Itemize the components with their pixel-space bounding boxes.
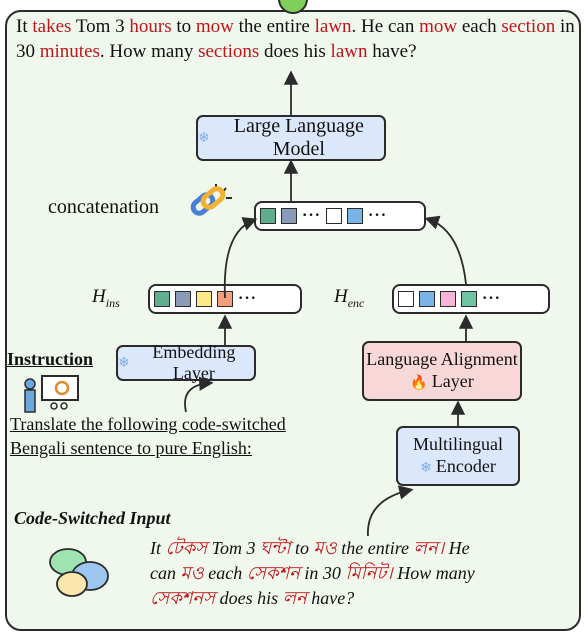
trainable-fire-icon: 🔥 bbox=[410, 375, 428, 391]
ins-token bbox=[154, 291, 170, 307]
english-segment: It bbox=[150, 538, 166, 558]
bengali-word: মও bbox=[313, 538, 337, 558]
ins-token bbox=[175, 291, 191, 307]
english-segment: the entire bbox=[336, 538, 414, 558]
figure-frame bbox=[5, 10, 581, 631]
ins-ellipsis: ··· bbox=[238, 290, 258, 307]
concatenated-token-sequence: ··· ··· bbox=[254, 201, 426, 231]
embedding-layer-box: ❄ Embedding Layer bbox=[116, 342, 256, 383]
h-ins-label: Hins bbox=[92, 286, 120, 310]
code-switched-line: can মও each সেকশন in 30 মিনিট। How many bbox=[150, 561, 580, 586]
h-enc-label: Henc bbox=[334, 286, 365, 310]
language-alignment-layer-box: Language Alignment 🔥Layer bbox=[362, 341, 522, 401]
question-segment: . How many bbox=[99, 41, 199, 62]
code-switched-line: It টেকস Tom 3 ঘন্টা to মও the entire লন।… bbox=[150, 536, 580, 561]
question-segment: Tom 3 bbox=[71, 16, 130, 37]
english-segment: can bbox=[150, 563, 181, 583]
encoder-label-line2: Encoder bbox=[435, 455, 496, 476]
english-segment: How many bbox=[392, 563, 475, 583]
alignment-label-line2-wrap: 🔥Layer bbox=[410, 370, 473, 395]
question-segment: in 30 bbox=[16, 16, 575, 62]
bengali-word: লন। bbox=[413, 538, 445, 558]
enc-token bbox=[461, 291, 477, 307]
bengali-word: টেকস bbox=[165, 538, 208, 558]
bengali-word: ঘন্টা bbox=[259, 538, 291, 558]
concat-token bbox=[260, 208, 276, 224]
alignment-label-line1: Language Alignment bbox=[366, 348, 518, 369]
question-keyword: takes bbox=[32, 16, 72, 37]
question-keyword: mow bbox=[195, 16, 234, 37]
question-segment: . He can bbox=[351, 16, 420, 37]
instruction-line-1: Translate the following code-switched bbox=[10, 414, 286, 434]
question-segment: It bbox=[16, 16, 33, 37]
english-segment: have? bbox=[306, 588, 355, 608]
encoder-label-line2-wrap: ❄Encoder bbox=[420, 455, 496, 480]
concat-token bbox=[347, 208, 364, 224]
frozen-snowflake-icon: ❄ bbox=[420, 460, 432, 476]
concat-token bbox=[281, 208, 297, 224]
question-keyword: section bbox=[501, 16, 556, 37]
concat-token bbox=[326, 208, 343, 224]
encoder-label-line1: Multilingual bbox=[413, 433, 503, 454]
question-keyword: lawn bbox=[330, 41, 368, 62]
english-segment: each bbox=[203, 563, 247, 583]
instruction-label: Instruction bbox=[7, 349, 94, 369]
concat-ellipsis: ··· bbox=[368, 207, 388, 224]
frozen-snowflake-icon: ❄ bbox=[198, 130, 210, 146]
concatenation-label: concatenation bbox=[48, 196, 160, 218]
chain-link-icon bbox=[190, 184, 232, 216]
enc-token bbox=[398, 291, 414, 307]
english-segment: in 30 bbox=[299, 563, 346, 583]
enc-token bbox=[440, 291, 456, 307]
english-segment: Tom 3 bbox=[207, 538, 260, 558]
presenter-icon bbox=[24, 375, 79, 413]
ins-token bbox=[196, 291, 212, 307]
alignment-label-line2: Layer bbox=[431, 370, 474, 391]
question-keyword: hours bbox=[129, 16, 172, 37]
question-keyword: mow bbox=[419, 16, 458, 37]
english-segment: to bbox=[290, 538, 314, 558]
question-segment: does his bbox=[259, 41, 331, 62]
bengali-word: লন bbox=[282, 588, 307, 608]
bengali-word: সেকশনস bbox=[150, 588, 216, 608]
translate-chat-icon bbox=[49, 548, 109, 597]
question-keyword: lawn bbox=[314, 16, 352, 37]
large-language-model-box: ❄ Large Language Model bbox=[196, 115, 386, 161]
encoder-token-sequence: ··· bbox=[392, 284, 550, 314]
question-keyword: sections bbox=[198, 41, 260, 62]
enc-token bbox=[419, 291, 435, 307]
code-switched-line: সেকশনস does his লন have? bbox=[150, 586, 580, 611]
bengali-word: সেকশন bbox=[246, 563, 300, 583]
question-text: It takes Tom 3 hours to mow the entire l… bbox=[16, 14, 576, 64]
question-keyword: minutes bbox=[39, 41, 100, 62]
instruction-line-2: Bengali sentence to pure English: bbox=[10, 438, 252, 458]
enc-ellipsis: ··· bbox=[482, 290, 502, 307]
bengali-word: মও bbox=[180, 563, 204, 583]
question-segment: the entire bbox=[233, 16, 315, 37]
concat-ellipsis: ··· bbox=[302, 207, 322, 224]
english-segment: He bbox=[444, 538, 470, 558]
english-segment: does his bbox=[215, 588, 283, 608]
question-segment: have? bbox=[367, 41, 417, 62]
question-segment: each bbox=[457, 16, 502, 37]
question-segment: to bbox=[171, 16, 196, 37]
code-switched-input-title: Code-Switched Input bbox=[14, 508, 171, 528]
frozen-snowflake-icon: ❄ bbox=[118, 355, 130, 371]
multilingual-encoder-box: Multilingual ❄Encoder bbox=[396, 426, 520, 486]
llm-label: Large Language Model bbox=[233, 115, 364, 160]
instruction-text: Translate the following code-switched Be… bbox=[10, 412, 286, 460]
code-switched-input-text: It টেকস Tom 3 ঘন্টা to মও the entire লন।… bbox=[150, 536, 580, 611]
bengali-word: মিনিট। bbox=[345, 563, 393, 583]
